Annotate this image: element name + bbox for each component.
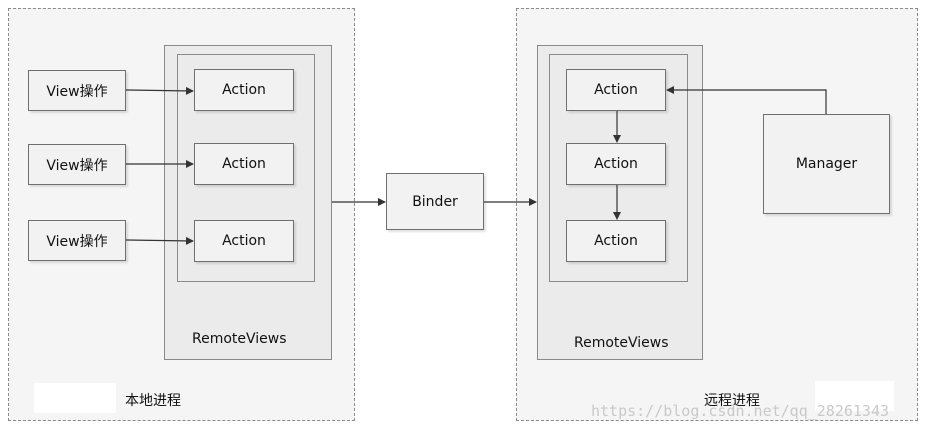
local-process-label-mask bbox=[34, 383, 116, 413]
watermark-text: https://blog.csdn.net/qq_28261343 bbox=[591, 402, 890, 420]
arrow-view-to-action-3 bbox=[125, 236, 194, 245]
remote-action-box-3: Action bbox=[566, 220, 666, 262]
remote-process-label: 远程进程 bbox=[704, 393, 760, 409]
binder-box: Binder bbox=[386, 173, 484, 230]
local-action-box-3: Action bbox=[194, 220, 294, 262]
remote-action-box-1: Action bbox=[566, 69, 666, 111]
local-remoteviews-label: RemoteViews bbox=[192, 331, 287, 347]
manager-box: Manager bbox=[763, 114, 890, 214]
view-operation-box-2: View操作 bbox=[28, 144, 126, 185]
local-process-label: 本地进程 bbox=[125, 393, 181, 409]
view-operation-box-1: View操作 bbox=[28, 70, 126, 111]
remote-remoteviews-label: RemoteViews bbox=[574, 335, 669, 351]
view-operation-box-3: View操作 bbox=[28, 220, 126, 261]
local-action-box-2: Action bbox=[194, 143, 294, 185]
remote-action-box-2: Action bbox=[566, 143, 666, 185]
local-action-box-1: Action bbox=[194, 69, 294, 111]
remote-process-label-mask bbox=[815, 381, 894, 411]
arrow-manager-to-action bbox=[666, 86, 827, 114]
arrow-view-to-action-1 bbox=[125, 86, 194, 95]
